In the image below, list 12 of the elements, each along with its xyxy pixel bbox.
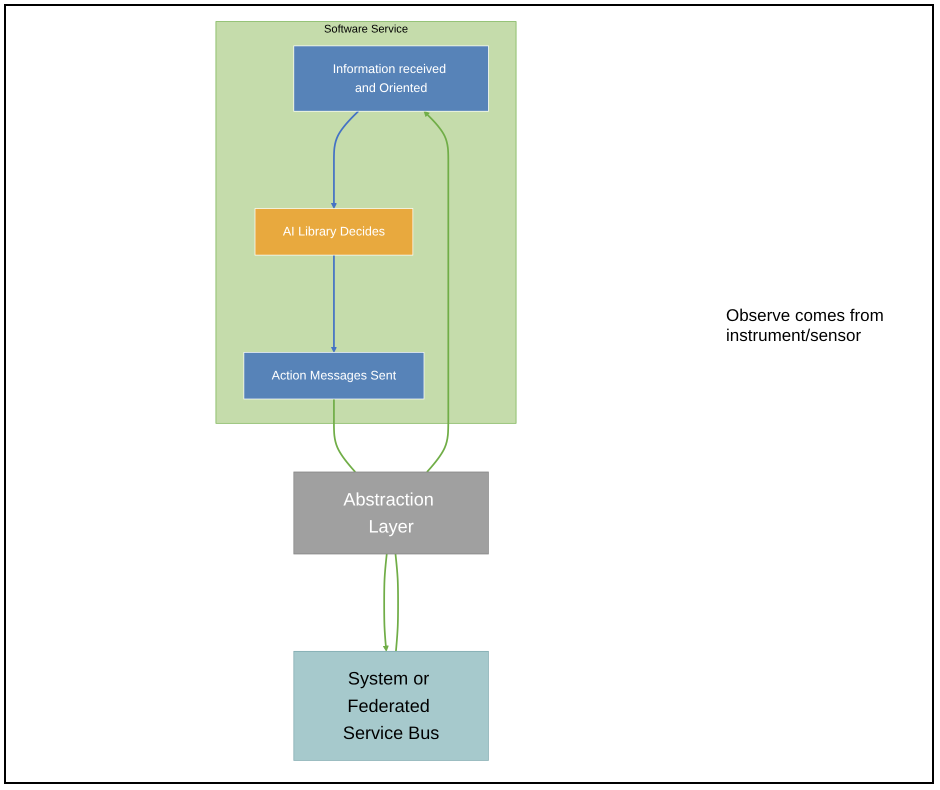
note-text: Observe comes from instrument/sensor [726, 306, 885, 346]
connector [333, 399, 356, 473]
node-box: Action Messages Sent [244, 352, 424, 400]
arrow [424, 110, 450, 473]
arrow [330, 110, 359, 209]
node-box: Information received and Oriented [293, 46, 489, 112]
connector [394, 554, 399, 652]
arrow [382, 554, 389, 652]
node-box: Abstraction Layer [293, 472, 489, 554]
node-box: AI Library Decides [254, 208, 414, 256]
arrow [330, 255, 337, 353]
node-box: System or Federated Service Bus [293, 650, 489, 761]
